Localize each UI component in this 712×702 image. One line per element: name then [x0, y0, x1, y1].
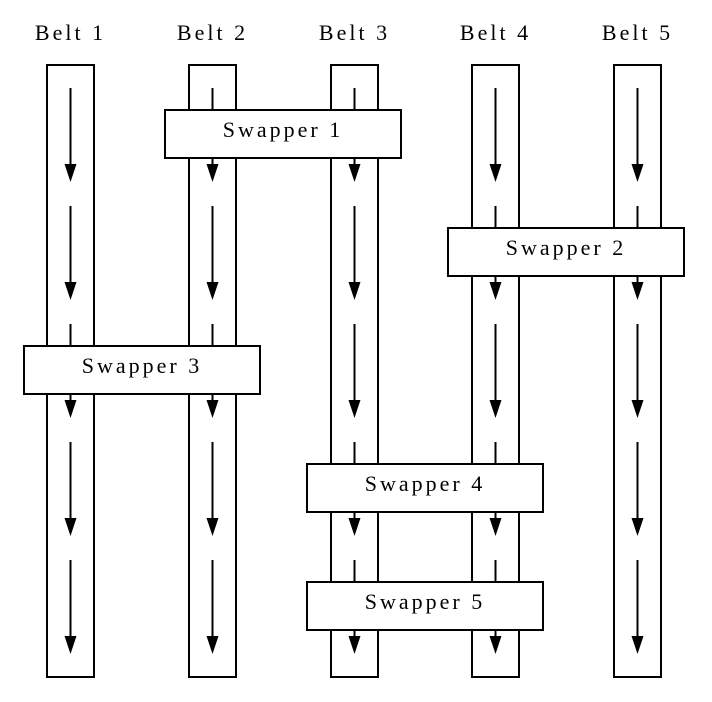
flow-arrow-belt-3-3: [348, 324, 361, 418]
flow-arrows: [64, 88, 644, 654]
arrow-down-icon: [348, 518, 361, 536]
arrow-down-icon: [631, 636, 644, 654]
swapper-1-label: Swapper 1: [223, 117, 343, 142]
swapper-4-box: [306, 463, 544, 513]
belt-1-label: Belt 1: [35, 20, 106, 45]
belt-5-label: Belt 5: [602, 20, 673, 45]
arrow-down-icon: [348, 282, 361, 300]
flow-arrow-belt-5-1: [631, 88, 644, 182]
flow-arrow-belt-4-1: [489, 88, 502, 182]
arrow-down-icon: [348, 636, 361, 654]
flow-arrow-belt-1-4: [64, 442, 77, 536]
belt-4-label: Belt 4: [460, 20, 531, 45]
swapper-1: Swapper 1: [164, 109, 402, 159]
arrow-down-icon: [64, 518, 77, 536]
arrow-down-icon: [631, 282, 644, 300]
arrow-down-icon: [64, 164, 77, 182]
flow-arrow-belt-5-5: [631, 560, 644, 654]
flow-arrow-belt-5-4: [631, 442, 644, 536]
swapper-2-label: Swapper 2: [506, 235, 626, 260]
arrow-down-icon: [631, 518, 644, 536]
swapper-1-box: [164, 109, 402, 159]
flow-arrow-belt-2-5: [206, 560, 219, 654]
swapper-5-box: [306, 581, 544, 631]
arrow-down-icon: [206, 282, 219, 300]
flow-arrow-belt-5-3: [631, 324, 644, 418]
flow-arrow-belt-4-3: [489, 324, 502, 418]
swapper-2-box: [447, 227, 685, 277]
swapper-3: Swapper 3: [23, 345, 261, 395]
swapper-3-label: Swapper 3: [82, 353, 202, 378]
belt-3-label: Belt 3: [319, 20, 390, 45]
flow-arrow-belt-2-2: [206, 206, 219, 300]
flow-arrow-belt-1-2: [64, 206, 77, 300]
belt-2-label: Belt 2: [177, 20, 248, 45]
flow-arrow-belt-1-5: [64, 560, 77, 654]
arrow-down-icon: [64, 636, 77, 654]
flow-arrow-belt-2-4: [206, 442, 219, 536]
arrow-down-icon: [64, 400, 77, 418]
arrow-down-icon: [206, 164, 219, 182]
arrow-down-icon: [631, 400, 644, 418]
swapper-4-label: Swapper 4: [365, 471, 485, 496]
arrow-down-icon: [64, 282, 77, 300]
arrow-down-icon: [206, 400, 219, 418]
arrow-down-icon: [206, 518, 219, 536]
swapper-4: Swapper 4: [306, 463, 544, 513]
arrow-down-icon: [206, 636, 219, 654]
swapper-5-label: Swapper 5: [365, 589, 485, 614]
flow-arrow-belt-1-1: [64, 88, 77, 182]
arrow-down-icon: [489, 400, 502, 418]
swapper-3-box: [23, 345, 261, 395]
arrow-down-icon: [489, 518, 502, 536]
arrow-down-icon: [489, 164, 502, 182]
swapper-5: Swapper 5: [306, 581, 544, 631]
swappers-layer: Swapper 1 Swapper 2 Swapper 3 Swapper 4 …: [23, 109, 685, 631]
arrow-down-icon: [631, 164, 644, 182]
arrow-down-icon: [348, 164, 361, 182]
arrow-down-icon: [489, 282, 502, 300]
arrow-down-icon: [348, 400, 361, 418]
arrow-down-icon: [489, 636, 502, 654]
swapper-2: Swapper 2: [447, 227, 685, 277]
flow-arrow-belt-3-2: [348, 206, 361, 300]
